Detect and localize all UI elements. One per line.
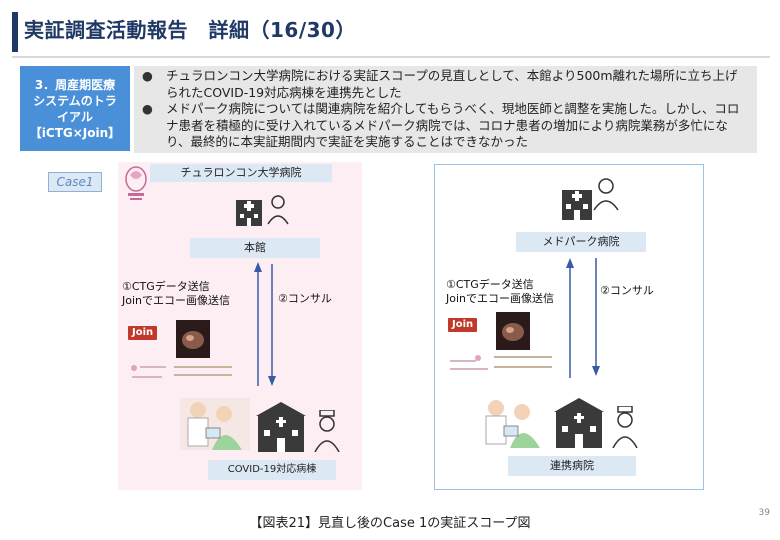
join-logo: Join xyxy=(128,326,157,340)
join-logo: Join xyxy=(448,318,477,332)
bullet-dot-icon: ● xyxy=(142,101,153,118)
left-send-line1: ①CTGデータ送信 xyxy=(122,280,210,294)
doctor-patient-illustration xyxy=(478,396,548,448)
right-consult: ②コンサル xyxy=(600,284,654,298)
title-accent-bar xyxy=(12,12,18,52)
partner-hospital-label: 連携病院 xyxy=(508,456,636,476)
page-number: 39 xyxy=(759,508,770,518)
hospital-doctor-icon xyxy=(232,192,292,226)
left-consult: ②コンサル xyxy=(278,292,332,306)
echo-image xyxy=(176,320,210,358)
left-hospital-name: チュラロンコン大学病院 xyxy=(150,164,332,182)
section-label: 3．周産期医療 システムのトラ イアル 【iCTG×Join】 xyxy=(20,66,130,151)
page-title: 実証調査活動報告 詳細（16/30） xyxy=(24,14,356,43)
right-send-line2: Joinでエコー画像送信 xyxy=(446,292,554,306)
section-label-line: 3．周産期医療 xyxy=(35,77,115,93)
section-label-line: システムのトラ xyxy=(33,93,117,109)
covid-ward-label: COVID-19対応病棟 xyxy=(208,460,336,480)
hospital-building-icon xyxy=(554,398,604,448)
bullet-list: ● チュラロンコン大学病院における実証スコープの見直しとして、本館より500m離… xyxy=(134,66,757,153)
medpark-label: メドパーク病院 xyxy=(516,232,646,252)
right-arrows xyxy=(562,256,602,380)
echo-image xyxy=(496,312,530,350)
section-label-line: 【iCTG×Join】 xyxy=(30,125,120,141)
figure-caption: 【図表21】見直し後のCase 1の実証スコープ図 xyxy=(0,512,780,531)
hospital-building-icon xyxy=(256,402,306,452)
nurse-icon xyxy=(314,410,340,452)
bullet-item: ● チュラロンコン大学病院における実証スコープの見直しとして、本館より500m離… xyxy=(142,68,746,101)
nurse-icon xyxy=(612,406,638,448)
hospital-doctor-icon xyxy=(560,176,620,222)
ictg-logo-strip xyxy=(128,362,238,386)
bullet-dot-icon: ● xyxy=(142,68,153,85)
section-label-line: イアル xyxy=(57,109,93,125)
left-send-line2: Joinでエコー画像送信 xyxy=(122,294,230,308)
hospital-crest-icon xyxy=(122,165,150,205)
doctor-patient-illustration xyxy=(180,398,250,450)
header-divider xyxy=(12,56,770,58)
ictg-logo-strip xyxy=(448,352,558,376)
main-building-label: 本館 xyxy=(190,238,320,258)
left-arrows xyxy=(252,262,278,388)
right-send-line1: ①CTGデータ送信 xyxy=(446,278,534,292)
case-tag: Case1 xyxy=(48,172,102,192)
bullet-item: ● メドパーク病院については関連病院を紹介してもらうべく、現地医師と調整を実施し… xyxy=(142,101,746,151)
